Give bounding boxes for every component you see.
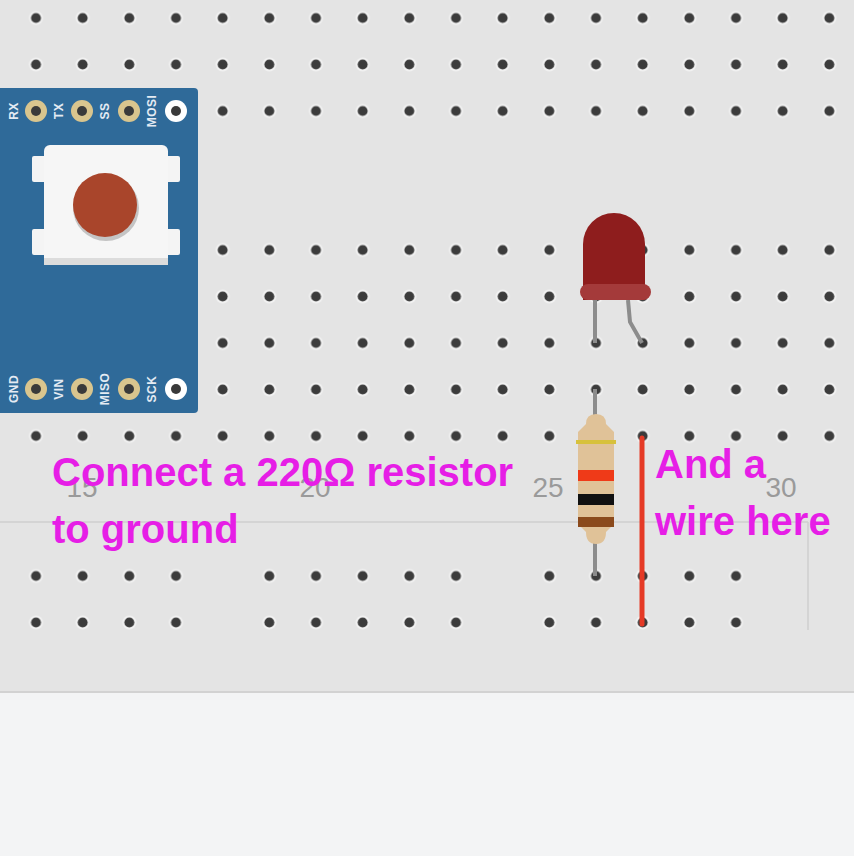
annotation-note: Connect a 220Ω resistor to ground bbox=[52, 444, 532, 558]
pin-label: SCK bbox=[146, 376, 158, 403]
column-number: 25 bbox=[532, 474, 563, 502]
pin-label: VIN bbox=[53, 378, 65, 400]
led-symbol bbox=[580, 213, 651, 343]
button-module bbox=[0, 88, 198, 413]
hole-rows bbox=[245, 553, 478, 646]
hole-rows bbox=[0, 0, 854, 134]
pin-label: GND bbox=[8, 375, 20, 403]
pin-label: TX bbox=[53, 103, 65, 119]
pin-label: RX bbox=[8, 102, 20, 120]
pin-label: SS bbox=[99, 102, 111, 119]
annotation-note: And a wire here bbox=[655, 436, 847, 550]
resistor-symbol bbox=[576, 389, 616, 576]
hole-rows bbox=[13, 553, 200, 646]
column-number: 30 bbox=[765, 474, 796, 502]
pin-label: MOSI bbox=[146, 95, 158, 128]
pin-label: MISO bbox=[99, 373, 111, 406]
jumper-wire bbox=[640, 438, 645, 624]
